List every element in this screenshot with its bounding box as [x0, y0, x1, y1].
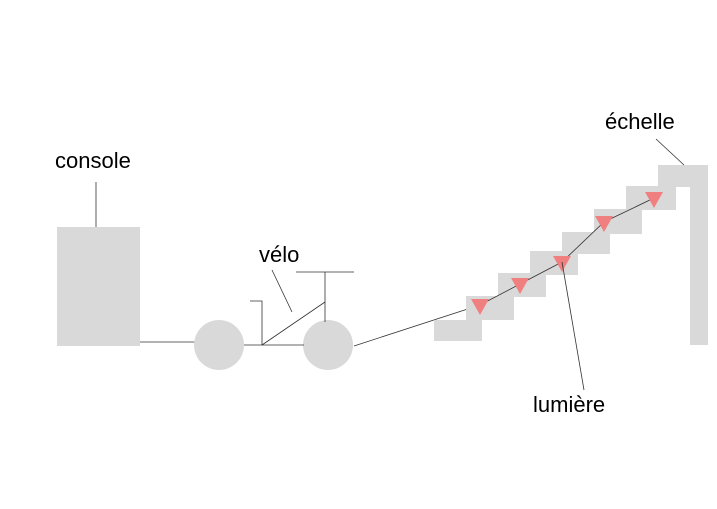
ladder-step-4: [530, 251, 578, 275]
echelle-leader-line: [655, 138, 685, 166]
console-label: console: [55, 148, 131, 173]
bike-seat-post: [250, 300, 263, 345]
lumiere-leader-line: [561, 261, 585, 391]
light-1: [471, 299, 489, 315]
ladder-step-1: [434, 320, 482, 341]
bike-front-wheel: [303, 320, 353, 370]
bike-cable: [353, 304, 481, 347]
light-5: [645, 192, 663, 208]
light-2: [511, 278, 529, 294]
velo-leader-line: [271, 269, 293, 313]
bike-down-tube: [261, 301, 326, 346]
light-4: [595, 216, 613, 232]
console-box: [57, 227, 140, 346]
ladder-post: [690, 165, 708, 345]
echelle-label: échelle: [605, 109, 675, 134]
ladder: [434, 165, 708, 345]
lumiere-label: lumière: [533, 392, 605, 417]
velo-label: vélo: [259, 242, 299, 267]
lights: [471, 192, 663, 315]
ladder-step-5: [562, 232, 610, 254]
bike-rear-wheel: [194, 320, 244, 370]
bike: [194, 271, 354, 370]
